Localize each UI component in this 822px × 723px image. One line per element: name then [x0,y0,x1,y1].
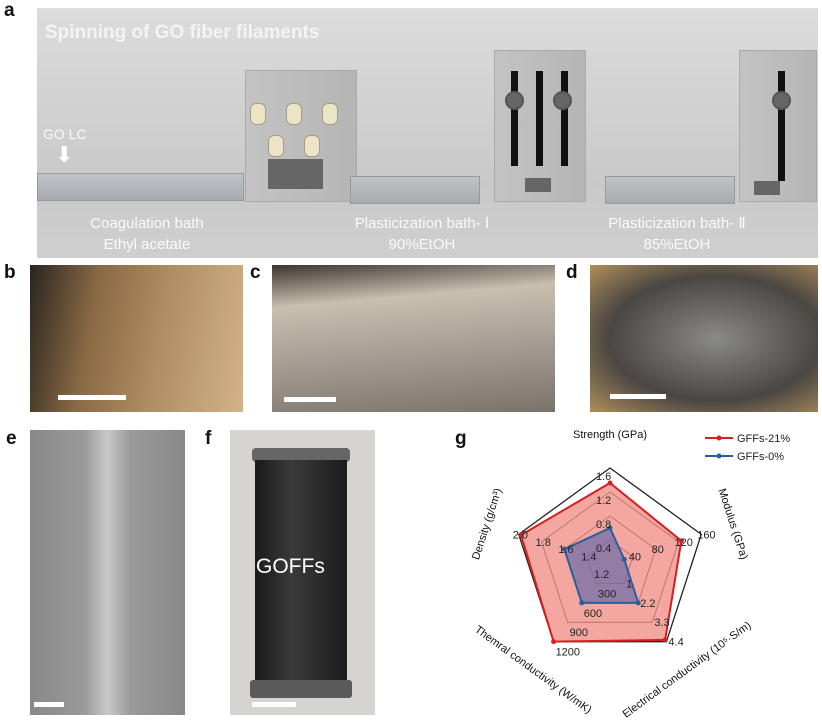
legend-marker [716,453,722,459]
tick-label: 0.8 [596,519,611,531]
tick-label: 160 [697,529,715,541]
tick-label: 1.2 [594,569,609,581]
tick-label: 1.4 [581,552,596,564]
series-area-GFFs-0% [563,526,640,604]
spool-label: GOFFs [256,555,325,578]
data-point [678,538,684,544]
tick-label: 2.2 [640,598,655,610]
axis-label: Strength (GPa) [573,429,647,441]
panel-label-e: e [6,428,17,449]
data-point [607,480,613,486]
axis-label: Modulus (GPa) [716,487,750,561]
stretch-unit-1 [494,50,586,202]
panel-label-c: c [250,262,261,283]
scale-bar [58,395,126,400]
coagulation-bath [37,173,244,201]
tick-label: 1.6 [558,544,573,556]
panel-label-f: f [205,428,212,449]
tick-label: 1.6 [596,471,611,483]
data-point [579,600,585,606]
panel-label-d: d [566,262,578,283]
legend-marker [716,435,722,441]
legend-label: GFFs-0% [737,451,784,463]
plasticization-bath-2 [605,176,735,204]
scale-bar [610,394,666,399]
tick-label: 80 [652,544,664,556]
winding-unit [739,50,817,202]
data-point [607,525,613,531]
data-point [662,637,668,643]
legend-label: GFFs-21% [737,433,790,445]
photo-spool: GOFFs [230,430,375,715]
data-point [561,546,567,552]
tick-label: 3.3 [654,617,669,629]
scale-bar [284,397,336,402]
photo-fiber-bundle [30,265,243,412]
sem-fiber-image [30,430,185,715]
photo-bath-trough [272,265,555,412]
tick-label: 300 [598,588,616,600]
scale-bar [34,702,64,707]
tick-label: 1.2 [596,495,611,507]
tick-label: 0.4 [596,543,611,555]
tick-label: 4.4 [668,637,683,649]
photo-winding-drum [590,265,818,412]
axis-label: Density (g/cm³) [470,487,504,562]
data-point [518,532,524,538]
tick-label: 600 [584,608,602,620]
down-arrow-icon: ⬇ [55,142,74,167]
spinning-schematic: Spinning of GO fiber filaments GO LC ⬇ C… [37,8,818,258]
roller-unit [245,70,357,202]
tick-label: 1200 [556,647,580,659]
tick-label: 120 [674,537,692,549]
tick-label: 2.0 [513,529,528,541]
plasticization-bath-1 [350,176,480,204]
scale-bar [252,702,296,707]
tick-label: 1 [626,578,632,590]
panel-label-b: b [4,262,16,283]
schematic-title: Spinning of GO fiber filaments [45,22,320,43]
tick-label: 40 [629,552,641,564]
panel-label-a: a [4,0,15,21]
data-point [635,600,641,606]
tick-label: 1.8 [536,537,551,549]
panel-label-g: g [455,428,467,449]
tick-label: 900 [570,627,588,639]
data-point [621,556,627,562]
input-label: GO LC [43,126,87,142]
data-point [551,639,557,645]
